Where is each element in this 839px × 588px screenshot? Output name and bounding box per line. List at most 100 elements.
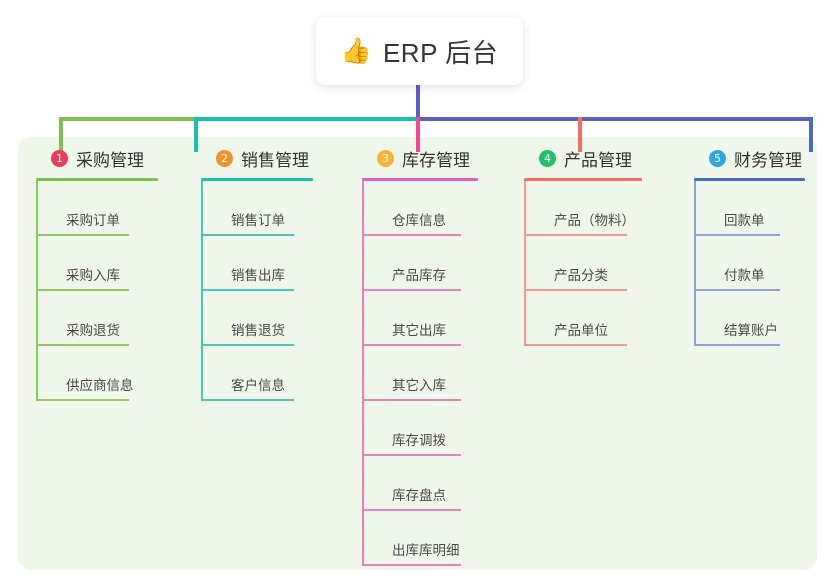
leaf-item[interactable]: 仓库信息 xyxy=(362,181,522,236)
leaf-item[interactable]: 供应商信息 xyxy=(36,346,196,401)
column-spine-3 xyxy=(362,181,364,566)
column-spine-4 xyxy=(524,181,526,346)
leaf-rule xyxy=(36,399,129,401)
column-header-2[interactable]: 2 销售管理 xyxy=(201,145,361,171)
column-header-3[interactable]: 3 库存管理 xyxy=(362,145,522,171)
leaf-label: 客户信息 xyxy=(231,378,285,393)
column-badge-3: 3 xyxy=(377,149,394,167)
leaf-item[interactable]: 产品（物料） xyxy=(524,181,694,236)
leaf-label: 回款单 xyxy=(724,213,765,228)
leaf-rule xyxy=(362,399,461,401)
leaf-rule xyxy=(694,344,780,346)
column-rule-1 xyxy=(36,178,158,181)
leaf-label: 采购退货 xyxy=(66,323,120,338)
column-spine-1 xyxy=(36,181,38,401)
leaf-label: 仓库信息 xyxy=(392,213,446,228)
column-spine-5 xyxy=(694,181,696,346)
leaf-rule xyxy=(36,344,129,346)
leaf-item[interactable]: 付款单 xyxy=(694,236,839,291)
leaf-rule xyxy=(362,564,461,566)
leaf-label: 销售出库 xyxy=(231,268,285,283)
leaf-label: 出库库明细 xyxy=(392,543,460,558)
column-header-1[interactable]: 1 采购管理 xyxy=(36,145,196,171)
leaf-item[interactable]: 产品分类 xyxy=(524,236,694,291)
column-rule-4 xyxy=(524,178,642,181)
leaf-label: 供应商信息 xyxy=(66,378,134,393)
column-title-4: 产品管理 xyxy=(564,150,632,170)
root-node-erp-backend[interactable]: 👍 ERP 后台 xyxy=(316,17,523,85)
leaf-rule xyxy=(36,289,129,291)
column-header-4[interactable]: 4 产品管理 xyxy=(524,145,694,171)
leaf-item[interactable]: 采购订单 xyxy=(36,181,196,236)
leaf-label: 产品库存 xyxy=(392,268,446,283)
leaf-item[interactable]: 库存盘点 xyxy=(362,456,522,511)
leaf-rule xyxy=(201,289,294,291)
leaf-item[interactable]: 销售订单 xyxy=(201,181,361,236)
column-rule-2 xyxy=(201,178,313,181)
column-title-1: 采购管理 xyxy=(76,150,144,170)
leaf-item[interactable]: 回款单 xyxy=(694,181,839,236)
leaf-item[interactable]: 销售退货 xyxy=(201,291,361,346)
leaf-item[interactable]: 采购退货 xyxy=(36,291,196,346)
leaf-label: 产品单位 xyxy=(554,323,608,338)
leaf-item[interactable]: 产品库存 xyxy=(362,236,522,291)
leaf-label: 产品分类 xyxy=(554,268,608,283)
thumbs-up-icon: 👍 xyxy=(340,36,372,65)
leaf-rule xyxy=(201,344,294,346)
leaf-rule xyxy=(201,234,294,236)
leaf-label: 库存调拨 xyxy=(392,433,446,448)
leaf-rule xyxy=(524,234,627,236)
column-badge-5: 5 xyxy=(709,149,726,167)
leaf-rule xyxy=(362,509,461,511)
column-header-5[interactable]: 5 财务管理 xyxy=(694,145,839,171)
leaf-label: 采购入库 xyxy=(66,268,120,283)
column-title-2: 销售管理 xyxy=(241,150,309,170)
leaf-label: 其它出库 xyxy=(392,323,446,338)
column-leaves-1: 采购订单采购入库采购退货供应商信息 xyxy=(36,181,196,401)
column-leaves-4: 产品（物料） 产品分类产品单位 xyxy=(524,181,694,346)
leaf-item[interactable]: 采购入库 xyxy=(36,236,196,291)
column-badge-4: 4 xyxy=(539,149,556,167)
column-leaves-5: 回款单付款单结算账户 xyxy=(694,181,839,346)
leaf-item[interactable]: 产品单位 xyxy=(524,291,694,346)
leaf-rule xyxy=(524,344,627,346)
leaf-label: 销售订单 xyxy=(231,213,285,228)
diagram-panel xyxy=(18,137,817,570)
leaf-label: 销售退货 xyxy=(231,323,285,338)
leaf-item[interactable]: 销售出库 xyxy=(201,236,361,291)
column-leaves-3: 仓库信息产品库存其它出库其它入库库存调拨库存盘点出库库明细 xyxy=(362,181,522,566)
leaf-item[interactable]: 结算账户 xyxy=(694,291,839,346)
leaf-rule xyxy=(201,399,294,401)
leaf-item[interactable]: 其它出库 xyxy=(362,291,522,346)
column-2: 2 销售管理销售订单销售出库销售退货客户信息 xyxy=(201,145,361,401)
column-title-3: 库存管理 xyxy=(402,150,470,170)
leaf-label: 库存盘点 xyxy=(392,488,446,503)
column-rule-5 xyxy=(694,178,805,181)
column-spine-2 xyxy=(201,181,203,401)
leaf-label: 结算账户 xyxy=(724,323,778,338)
column-5: 5 财务管理回款单付款单结算账户 xyxy=(694,145,839,346)
leaf-label: 采购订单 xyxy=(66,213,120,228)
leaf-item[interactable]: 出库库明细 xyxy=(362,511,522,566)
column-leaves-2: 销售订单销售出库销售退货客户信息 xyxy=(201,181,361,401)
leaf-label: 产品（物料） xyxy=(554,213,635,228)
column-badge-1: 1 xyxy=(51,149,68,167)
leaf-rule xyxy=(362,454,461,456)
leaf-item[interactable]: 其它入库 xyxy=(362,346,522,401)
leaf-item[interactable]: 客户信息 xyxy=(201,346,361,401)
leaf-item[interactable]: 库存调拨 xyxy=(362,401,522,456)
column-badge-2: 2 xyxy=(216,149,233,167)
leaf-rule xyxy=(524,289,627,291)
column-3: 3 库存管理仓库信息产品库存其它出库其它入库库存调拨库存盘点出库库明细 xyxy=(362,145,522,566)
leaf-rule xyxy=(362,234,461,236)
leaf-rule xyxy=(362,289,461,291)
column-1: 1 采购管理采购订单采购入库采购退货供应商信息 xyxy=(36,145,196,401)
leaf-rule xyxy=(694,289,780,291)
leaf-rule xyxy=(362,344,461,346)
root-node-label: ERP 后台 xyxy=(382,37,499,68)
leaf-rule xyxy=(694,234,780,236)
column-title-5: 财务管理 xyxy=(734,150,802,170)
leaf-label: 付款单 xyxy=(724,268,765,283)
column-rule-3 xyxy=(362,178,478,181)
